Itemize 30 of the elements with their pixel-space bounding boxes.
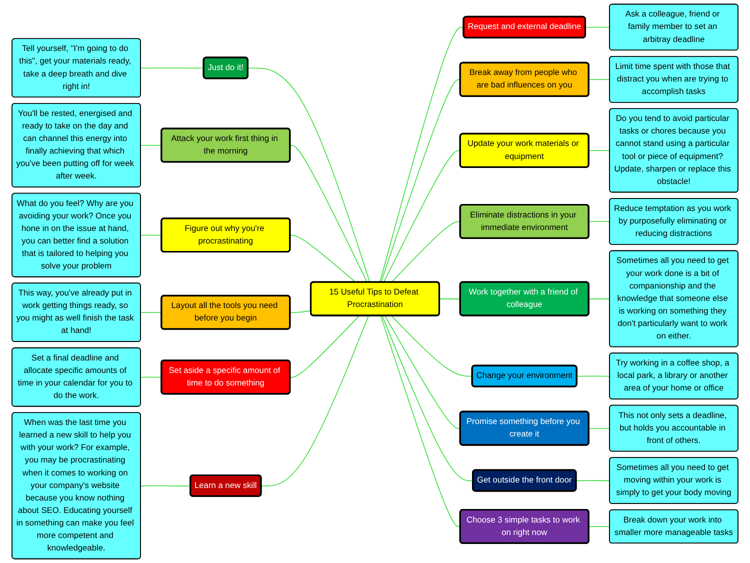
connector bbox=[382, 315, 474, 482]
connector bbox=[391, 221, 461, 283]
connector bbox=[383, 150, 461, 283]
connector bbox=[140, 485, 191, 486]
connector bbox=[588, 526, 610, 528]
connector bbox=[439, 298, 461, 300]
connector bbox=[588, 150, 610, 152]
connector bbox=[140, 234, 162, 236]
connector bbox=[391, 315, 473, 377]
connector bbox=[588, 79, 610, 80]
connector bbox=[384, 315, 461, 429]
connector bbox=[290, 310, 312, 313]
connector bbox=[140, 68, 204, 69]
connector bbox=[248, 68, 370, 283]
connector bbox=[290, 315, 360, 378]
connector bbox=[576, 376, 610, 377]
connector bbox=[588, 298, 610, 300]
connector bbox=[585, 26, 610, 28]
connector bbox=[140, 144, 162, 146]
connector bbox=[290, 145, 368, 283]
connector bbox=[290, 234, 356, 283]
connector bbox=[380, 315, 461, 528]
connector bbox=[588, 221, 610, 222]
connector bbox=[260, 315, 369, 486]
connector bbox=[379, 26, 464, 283]
connector bbox=[380, 79, 461, 283]
connector bbox=[140, 312, 162, 313]
connector bbox=[140, 376, 162, 378]
connector bbox=[588, 428, 610, 429]
connector bbox=[576, 480, 610, 482]
